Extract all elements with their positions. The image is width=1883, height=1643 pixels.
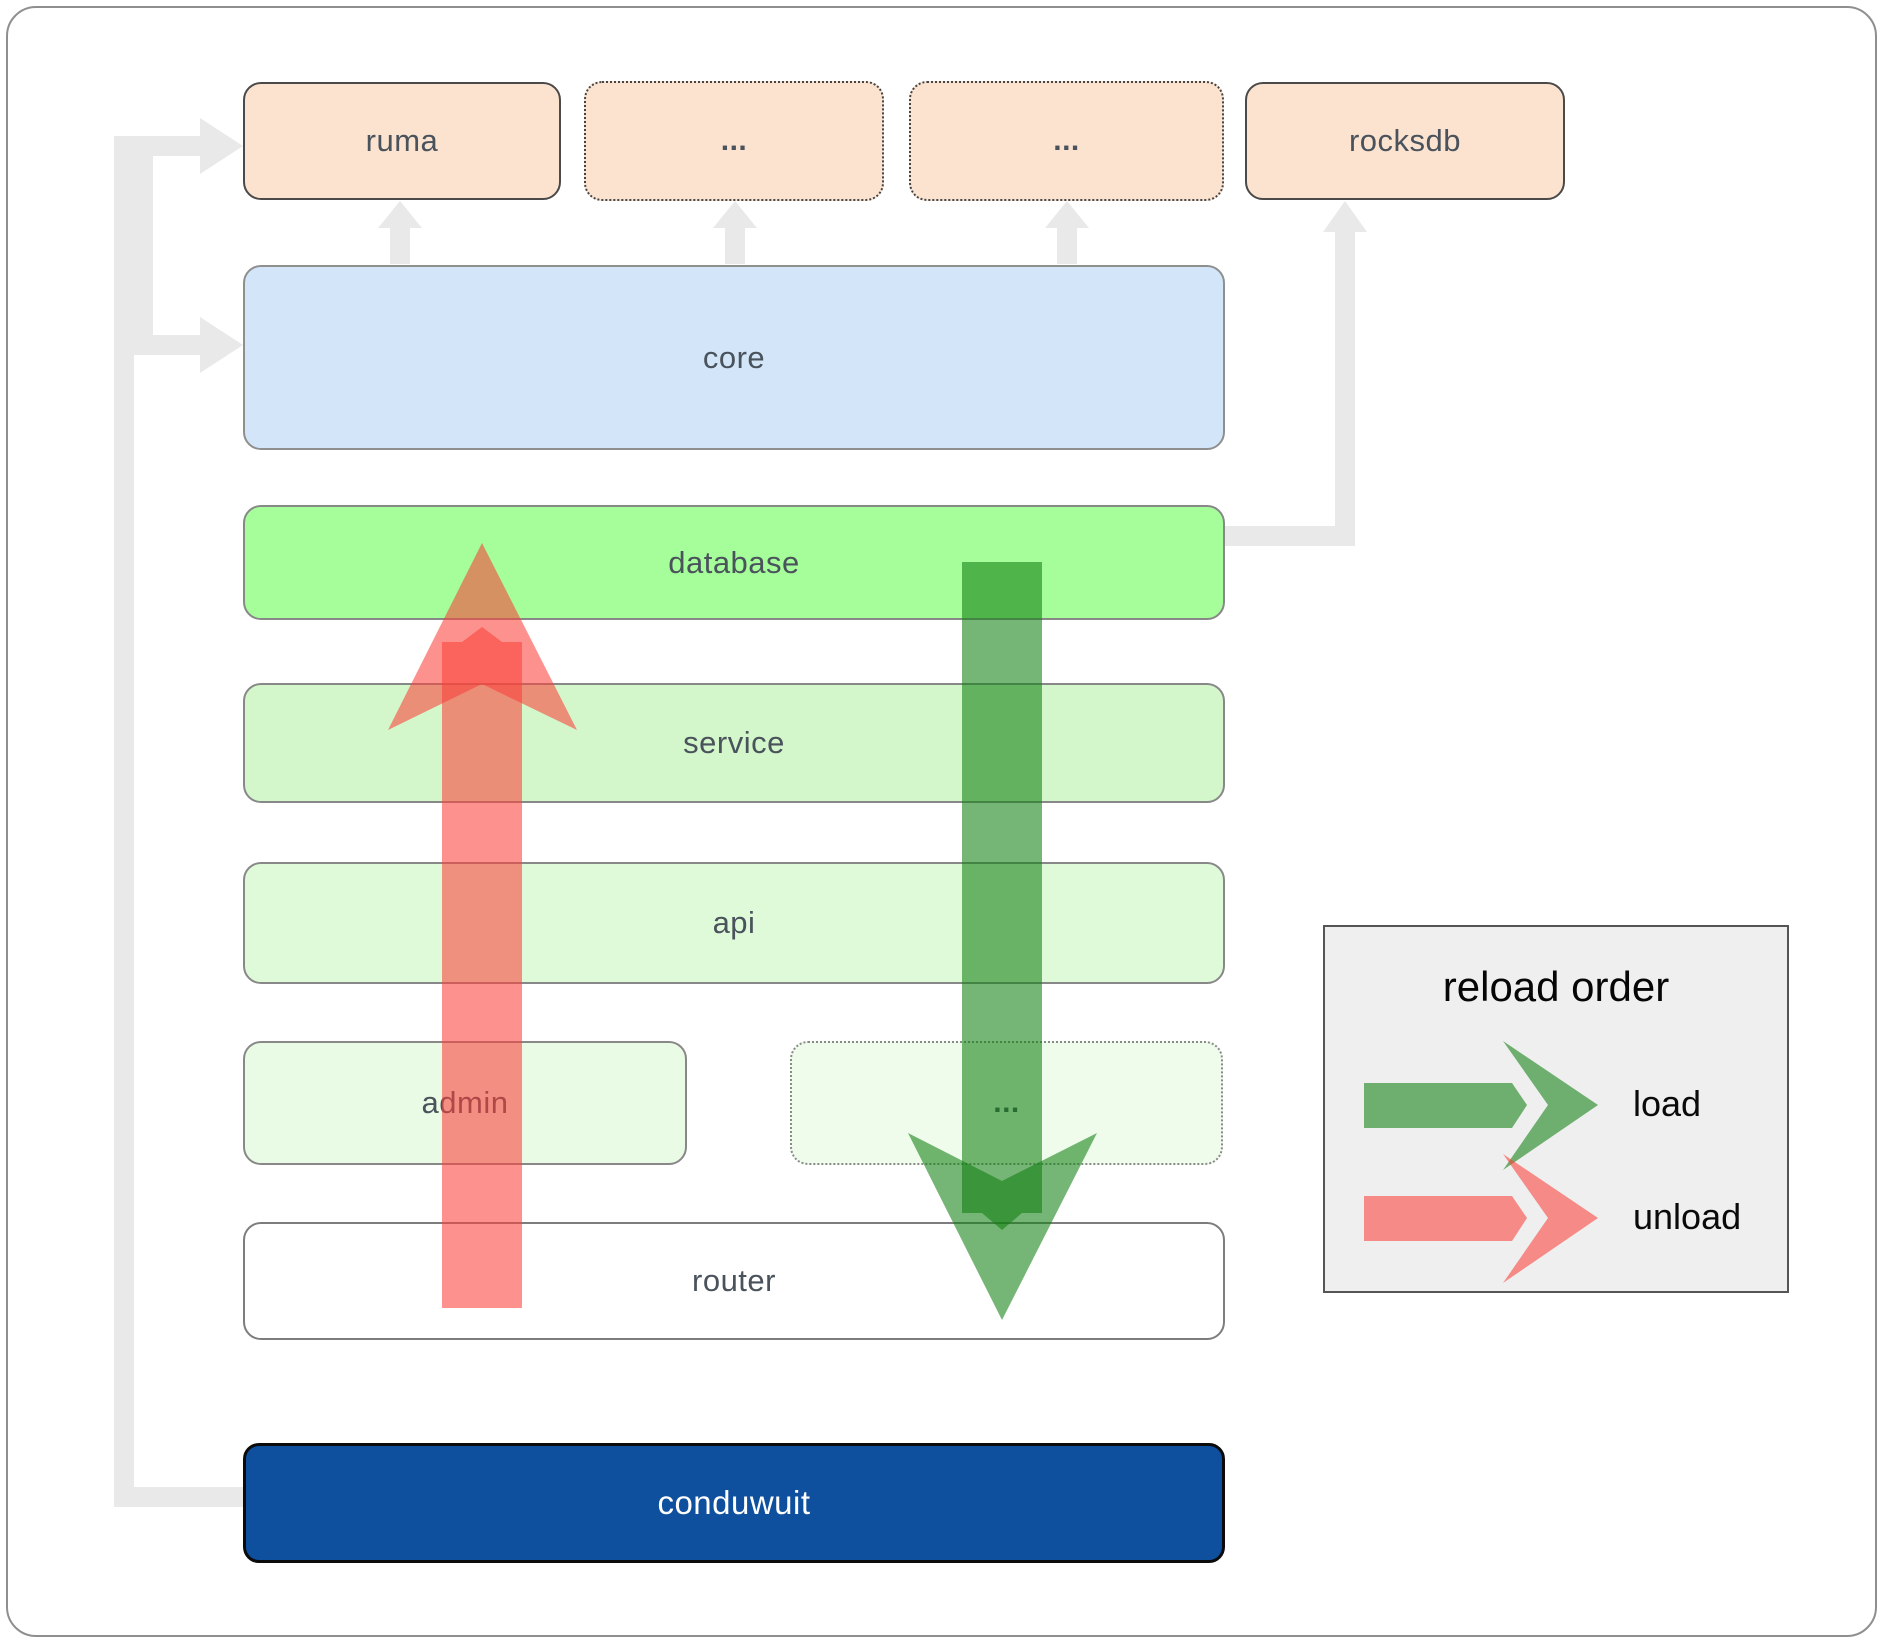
node-ellipsis-top-2: ... xyxy=(909,81,1224,201)
legend-title: reload order xyxy=(1442,963,1670,1010)
node-ellipsis-admin-label: ... xyxy=(993,1086,1020,1119)
node-ellipsis-top-2-label: ... xyxy=(1053,124,1080,157)
node-database: database xyxy=(243,505,1225,620)
legend-unload-label: unload xyxy=(1633,1196,1742,1237)
node-ellipsis-admin: ... xyxy=(790,1041,1223,1165)
node-admin-label: admin xyxy=(421,1085,509,1120)
node-ruma: ruma xyxy=(243,82,561,200)
node-router-label: router xyxy=(692,1263,776,1298)
node-conduwuit-label: conduwuit xyxy=(657,1484,811,1521)
node-service-label: service xyxy=(683,725,785,760)
node-admin: admin xyxy=(243,1041,687,1165)
node-ellipsis-top-1: ... xyxy=(584,81,884,201)
node-service: service xyxy=(243,683,1225,803)
diagram-frame xyxy=(6,6,1877,1637)
node-router: router xyxy=(243,1222,1225,1340)
node-core: core xyxy=(243,265,1225,450)
node-ellipsis-top-1-label: ... xyxy=(720,124,748,157)
node-ruma-label: ruma xyxy=(365,123,439,158)
node-api: api xyxy=(243,862,1225,984)
node-api-label: api xyxy=(712,905,756,940)
node-core-label: core xyxy=(702,339,766,375)
node-conduwuit: conduwuit xyxy=(243,1443,1225,1563)
legend-panel: reload order load unload xyxy=(1323,925,1789,1293)
node-rocksdb: rocksdb xyxy=(1245,82,1565,200)
node-database-label: database xyxy=(668,544,800,580)
node-rocksdb-label: rocksdb xyxy=(1348,123,1462,158)
legend-load-label: load xyxy=(1633,1083,1702,1124)
